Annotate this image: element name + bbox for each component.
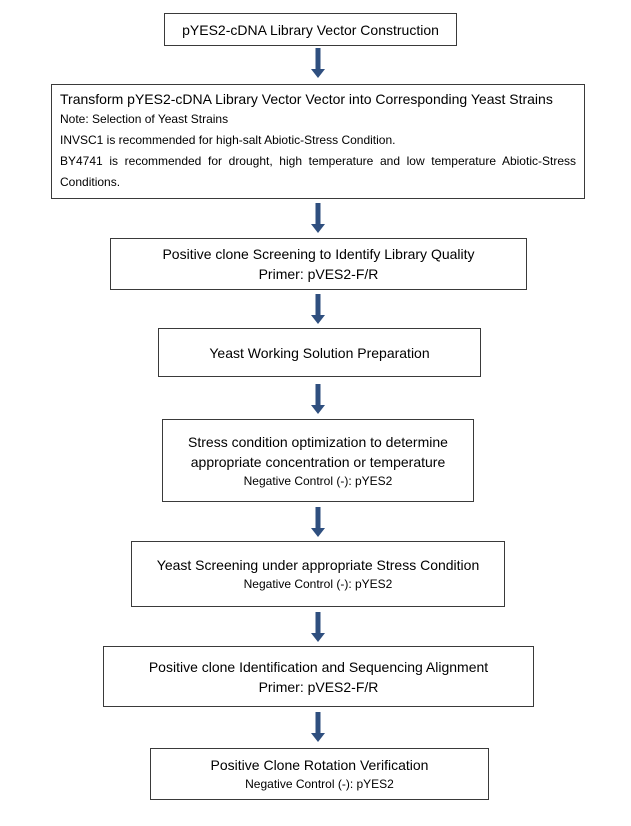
step-note: Note: Selection of Yeast Strains	[60, 112, 229, 126]
step-title: Transform pYES2-cDNA Library Vector Vect…	[60, 91, 553, 107]
step-detail-invsc1: INVSC1 is recommended for high-salt Abio…	[60, 133, 396, 147]
step-negative-control: Negative Control (-): pYES2	[243, 473, 393, 488]
arrow-down-icon	[311, 203, 325, 233]
arrow-down-icon	[311, 294, 325, 324]
step-box-library-quality: Positive clone Screening to Identify Lib…	[110, 238, 527, 290]
step-box-clone-identification: Positive clone Identification and Sequen…	[103, 646, 534, 707]
step-title: Positive clone Screening to Identify Lib…	[162, 246, 475, 262]
arrow-down-icon	[311, 712, 325, 742]
arrow-down-icon	[311, 507, 325, 537]
step-primer: Primer: pVES2-F/R	[258, 678, 379, 695]
flow-arrow	[311, 203, 325, 233]
arrow-down-icon	[311, 48, 325, 78]
step-box-transform-yeast: Transform pYES2-cDNA Library Vector Vect…	[51, 84, 585, 199]
flow-arrow	[311, 48, 325, 78]
step-box-vector-construction: pYES2-cDNA Library Vector Construction	[164, 13, 457, 46]
flow-arrow	[311, 384, 325, 414]
step-title: Positive clone Identification and Sequen…	[148, 658, 489, 675]
flow-arrow	[311, 507, 325, 537]
flow-arrow	[311, 612, 325, 642]
flow-arrow	[311, 712, 325, 742]
step-title: Stress condition optimization to determi…	[188, 433, 448, 450]
step-title-line2: appropriate concentration or temperature	[190, 453, 446, 470]
arrow-down-icon	[311, 612, 325, 642]
step-title: Yeast Screening under appropriate Stress…	[156, 557, 480, 573]
step-title: Yeast Working Solution Preparation	[209, 344, 430, 361]
step-box-rotation-verification: Positive Clone Rotation Verification Neg…	[150, 748, 489, 800]
step-title: Positive Clone Rotation Verification	[210, 757, 429, 773]
step-primer: Primer: pVES2-F/R	[258, 266, 379, 282]
step-negative-control: Negative Control (-): pYES2	[245, 777, 394, 791]
step-box-stress-optimization: Stress condition optimization to determi…	[162, 419, 474, 502]
flow-arrow	[311, 294, 325, 324]
step-box-yeast-screening: Yeast Screening under appropriate Stress…	[131, 541, 505, 607]
step-negative-control: Negative Control (-): pYES2	[243, 577, 393, 591]
step-detail-by4741: BY4741 is recommended for drought, high …	[60, 154, 576, 189]
step-box-working-solution: Yeast Working Solution Preparation	[158, 328, 481, 377]
arrow-down-icon	[311, 384, 325, 414]
step-title: pYES2-cDNA Library Vector Construction	[182, 21, 439, 38]
